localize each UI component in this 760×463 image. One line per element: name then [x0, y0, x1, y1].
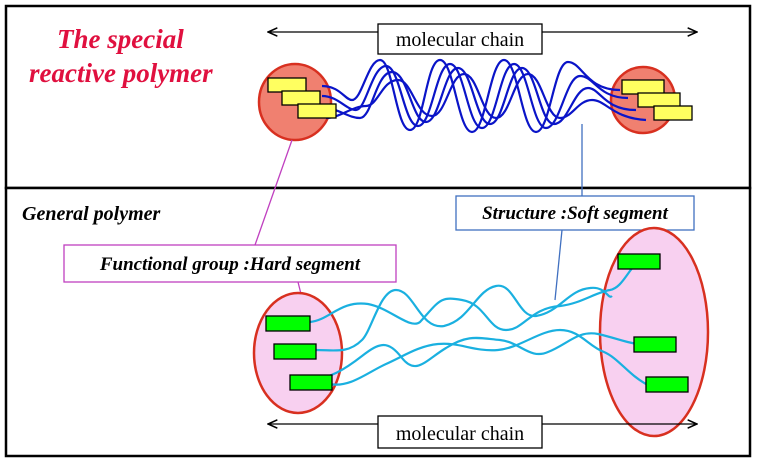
- functional-callout-text: Functional group :Hard segment: [99, 254, 361, 275]
- bottom-left-green-blocks: [265, 315, 333, 391]
- special-polymer-title-line2: reactive polymer: [29, 58, 213, 88]
- special-polymer-title-line1: The special: [57, 24, 184, 54]
- bottom-right-green-blocks: [617, 253, 689, 393]
- soft-segment-leader-lower: [554, 229, 563, 301]
- bottom-chain-label: molecular chain: [396, 423, 524, 445]
- top-right-yellow-blocks: [621, 79, 693, 121]
- top-chain-label: molecular chain: [396, 29, 524, 51]
- bottom-chain-label-box: [377, 415, 543, 449]
- hard-segment-leader: [254, 139, 293, 246]
- structure-callout-box: [455, 195, 695, 231]
- top-left-yellow-blocks: [267, 77, 337, 119]
- bottom-light-blue-chains: [309, 261, 647, 386]
- top-chain-label-box: [377, 23, 543, 55]
- top-dark-blue-chains: [321, 58, 647, 134]
- general-polymer-title: General polymer: [22, 203, 161, 225]
- structure-callout-text: Structure :Soft segment: [482, 203, 669, 224]
- functional-callout-box: [63, 244, 397, 283]
